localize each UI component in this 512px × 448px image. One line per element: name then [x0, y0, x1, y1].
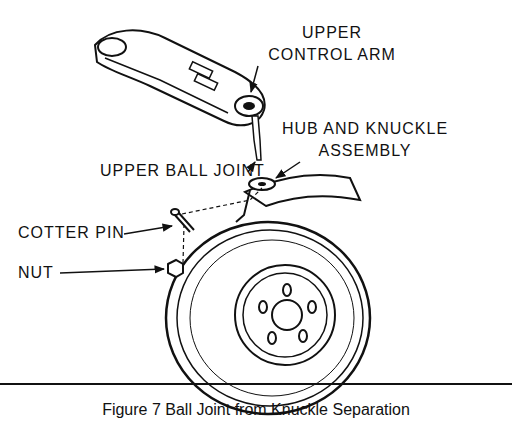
- knuckle-arm: [245, 175, 360, 206]
- control-arm: [95, 30, 265, 125]
- leader-arrow: [60, 269, 164, 273]
- leader-arrow: [124, 226, 172, 234]
- arm-bushing: [98, 38, 126, 56]
- part-label: COTTER PIN: [18, 222, 128, 244]
- part-label: HUB AND KNUCKLE ASSEMBLY: [275, 118, 455, 162]
- rotor-inner-ring: [190, 240, 354, 396]
- part-label: UPPER BALL JOINT: [100, 160, 250, 182]
- control-arm-edge: [105, 58, 228, 113]
- figure-caption: Figure 7 Ball Joint from Knuckle Separat…: [0, 400, 512, 420]
- hub-ring: [243, 273, 327, 357]
- lug-hole: [259, 301, 267, 313]
- alignment-line: [183, 225, 184, 263]
- knuckle-body: [236, 190, 250, 222]
- ball-joint-housing: [235, 96, 263, 116]
- leader-arrow: [251, 66, 258, 92]
- rotor-face: [177, 230, 363, 406]
- hub: [235, 265, 335, 365]
- lug-hole: [268, 332, 276, 344]
- cotter-pin-eye: [171, 209, 179, 215]
- alignment-line: [182, 188, 262, 214]
- castle-nut: [168, 260, 183, 277]
- leader-arrow: [276, 162, 300, 178]
- lug-hole: [283, 284, 291, 296]
- hub-center: [272, 300, 302, 330]
- part-label: UPPER CONTROL ARM: [262, 22, 402, 66]
- part-label: NUT: [18, 262, 78, 284]
- lug-hole: [308, 301, 316, 313]
- brake-rotor: [166, 222, 370, 414]
- ball-joint-center: [243, 102, 255, 110]
- knuckle-hole: [258, 182, 266, 186]
- ball-joint-stud: [252, 116, 261, 160]
- caption-rule: [0, 383, 512, 385]
- lug-hole: [299, 330, 307, 342]
- arm-slot: [194, 74, 217, 91]
